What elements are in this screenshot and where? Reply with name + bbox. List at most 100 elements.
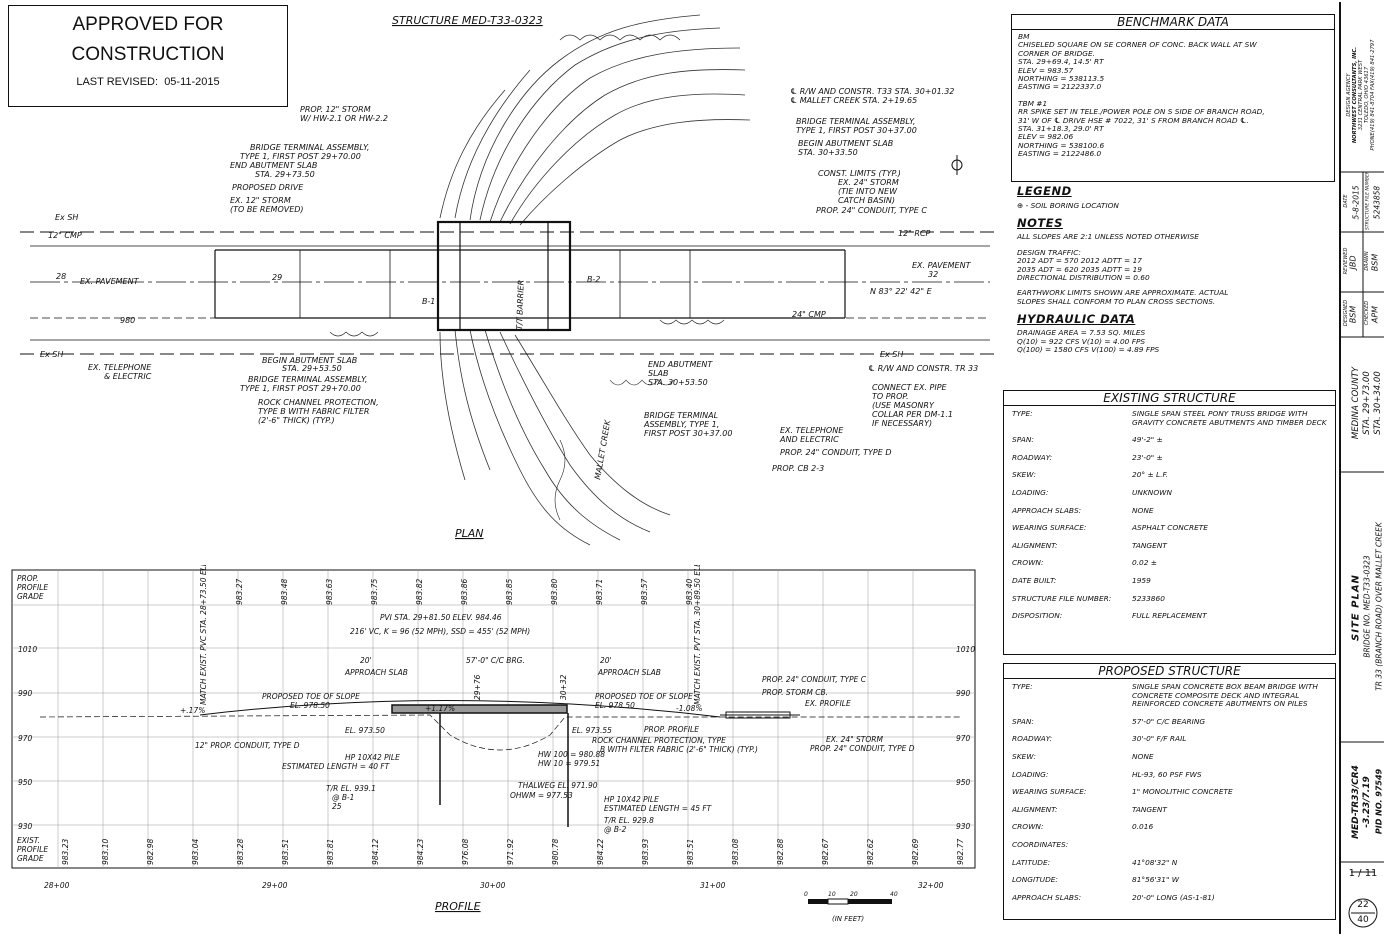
structure-row: SKEW:NONE [1004, 744, 1335, 762]
svg-text:1010: 1010 [18, 645, 37, 654]
svg-text:Ex SH: Ex SH [40, 350, 63, 359]
structure-key: SKEW: [1012, 751, 1037, 761]
svg-text:983.71: 983.71 [595, 579, 604, 605]
svg-text:+.17%: +.17% [180, 706, 205, 715]
svg-text:STA. 29+53.50: STA. 29+53.50 [282, 364, 342, 373]
svg-text:(USE MASONRY: (USE MASONRY [872, 401, 935, 410]
svg-text:GRADE: GRADE [17, 854, 44, 863]
svg-text:982.67: 982.67 [821, 839, 830, 865]
notes-title: NOTES [1017, 216, 1063, 231]
structure-row: ROADWAY:23'-0" ± [1004, 445, 1335, 463]
structure-row: WEARING SURFACE:1" MONOLITHIC CONCRETE [1004, 779, 1335, 797]
svg-text:25: 25 [332, 802, 342, 811]
svg-text:28: 28 [56, 272, 66, 281]
structure-value: 49'-2" ± [1132, 435, 1163, 445]
svg-text:HP 10X42 PILE: HP 10X42 PILE [345, 753, 400, 762]
svg-text:HP 10X42 PILE: HP 10X42 PILE [604, 795, 659, 804]
tree-line [329, 34, 725, 521]
svg-text:BRIDGE TERMINAL ASSEMBLY,: BRIDGE TERMINAL ASSEMBLY, [250, 143, 369, 152]
structure-key: LONGITUDE: [1012, 875, 1058, 885]
svg-text:EL. 973.50: EL. 973.50 [345, 726, 385, 735]
profile-title: PROFILE [435, 900, 481, 913]
svg-text:T/R EL. 939.1: T/R EL. 939.1 [326, 784, 376, 793]
svg-text:EL. 978.50: EL. 978.50 [290, 701, 330, 710]
legend-section: LEGEND ⊕ - SOIL BORING LOCATION NOTES AL… [1017, 184, 1337, 354]
svg-text:HW 100 = 980.88: HW 100 = 980.88 [538, 750, 605, 759]
north-arrow-icon [951, 155, 963, 175]
title-block-frame [1341, 171, 1384, 928]
benchmark-box: BENCHMARK DATA BM CHISELED SQUARE ON SE … [1011, 14, 1335, 182]
svg-text:SLAB: SLAB [648, 369, 669, 378]
svg-text:PROFILE: PROFILE [17, 583, 48, 592]
svg-text:(IN FEET): (IN FEET) [832, 915, 864, 923]
project-number: MED-TR33/CR4 [1351, 765, 1361, 839]
svg-text:12" CMP: 12" CMP [48, 231, 82, 240]
svg-text:982.62: 982.62 [866, 839, 875, 865]
structure-value: HL-93, 60 PSF FWS [1132, 769, 1202, 779]
svg-text:MATCH EXIST. PVC STA. 28+73.50: MATCH EXIST. PVC STA. 28+73.50 ELEV. 983… [199, 565, 208, 705]
svg-text:STA. 30+53.50: STA. 30+53.50 [648, 378, 708, 387]
structure-key: WEARING SURFACE: [1012, 787, 1087, 797]
structure-key: WEARING SURFACE: [1012, 523, 1087, 533]
svg-text:20: 20 [850, 891, 858, 898]
svg-text:℄ MALLET CREEK STA. 2+19.65: ℄ MALLET CREEK STA. 2+19.65 [790, 96, 917, 105]
svg-text:PROP. 24" CONDUIT, TYPE C: PROP. 24" CONDUIT, TYPE C [762, 675, 867, 684]
svg-text:983.23: 983.23 [61, 839, 70, 865]
svg-text:PROFILE: PROFILE [17, 845, 48, 854]
svg-text:983.81: 983.81 [326, 839, 335, 865]
svg-text:982.77: 982.77 [956, 839, 965, 865]
svg-text:984.23: 984.23 [416, 839, 425, 865]
svg-text:+1.17%: +1.17% [425, 704, 455, 713]
svg-text:40: 40 [890, 891, 898, 898]
svg-text:T/R EL. 929.8: T/R EL. 929.8 [604, 816, 654, 825]
existing-structure-table: TYPE:SINGLE SPAN STEEL PONY TRUSS BRIDGE… [1004, 406, 1335, 621]
svg-text:983.82: 983.82 [415, 579, 424, 605]
svg-text:EX. 24" STORM: EX. 24" STORM [838, 178, 899, 187]
structure-row: ALIGNMENT:TANGENT [1004, 797, 1335, 815]
svg-text:TO PROP.: TO PROP. [872, 392, 909, 401]
plan-title: PLAN [455, 527, 484, 540]
svg-text:AND ELECTRIC: AND ELECTRIC [779, 435, 839, 444]
prop-grade-values: 983.27 983.48 983.63 983.75 983.82 983.8… [235, 579, 694, 605]
benchmark-title: BENCHMARK DATA [1012, 15, 1334, 30]
structure-key: TYPE: [1012, 682, 1033, 691]
svg-text:983.10: 983.10 [101, 839, 110, 865]
svg-text:EX. 12" STORM: EX. 12" STORM [230, 196, 291, 205]
svg-text:MALLET CREEK: MALLET CREEK [593, 419, 612, 481]
structure-row: DATE BUILT:1959 [1004, 568, 1335, 586]
svg-text:12" RCP: 12" RCP [898, 229, 931, 238]
svg-text:984.12: 984.12 [371, 839, 380, 865]
svg-text:30+32: 30+32 [559, 674, 568, 700]
profile-labels: PROP. PROFILE GRADE EXIST. PROFILE GRADE… [17, 565, 975, 913]
svg-text:ESTIMATED LENGTH = 45 FT: ESTIMATED LENGTH = 45 FT [604, 804, 713, 813]
svg-text:PROPOSED TOE OF SLOPE: PROPOSED TOE OF SLOPE [595, 692, 693, 701]
roadway [20, 220, 1000, 355]
svg-text:983.51: 983.51 [281, 839, 290, 865]
svg-text:983.08: 983.08 [731, 839, 740, 865]
svg-text:℄ R/W AND CONSTR. TR 33: ℄ R/W AND CONSTR. TR 33 [868, 364, 978, 373]
svg-text:Ex SH: Ex SH [55, 213, 78, 222]
svg-text:B-2: B-2 [587, 275, 600, 284]
structure-value: 0.016 [1132, 822, 1154, 832]
svg-text:& ELECTRIC: & ELECTRIC [104, 372, 152, 381]
structure-value: 1959 [1132, 575, 1151, 585]
svg-text:GRADE: GRADE [17, 592, 44, 601]
structure-row: SPAN:57'-0" C/C BEARING [1004, 709, 1335, 727]
svg-text:983.63: 983.63 [325, 579, 334, 605]
svg-text:20': 20' [360, 656, 372, 665]
structure-value: SINGLE SPAN CONCRETE BOX BEAM BRIDGE WIT… [1132, 682, 1318, 709]
svg-text:0: 0 [804, 891, 808, 898]
svg-text:970: 970 [18, 734, 33, 743]
structure-row: CROWN: 0.016 [1004, 814, 1335, 832]
svg-text:TYPE 1, FIRST POST 29+70.00: TYPE 1, FIRST POST 29+70.00 [240, 384, 361, 393]
svg-text:24" CMP: 24" CMP [792, 310, 826, 319]
svg-text:57'-0" C/C BRG.: 57'-0" C/C BRG. [466, 656, 525, 665]
structure-key: CROWN: [1012, 822, 1044, 832]
structure-row: LONGITUDE:81°56'31" W [1004, 867, 1335, 885]
svg-text:976.08: 976.08 [461, 839, 470, 865]
svg-text:PROP. 24" CONDUIT, TYPE D: PROP. 24" CONDUIT, TYPE D [810, 744, 915, 753]
exist-grade-values: 983.23 983.10 982.98 983.04 983.28 983.5… [61, 839, 965, 865]
svg-text:T/T BARRIER: T/T BARRIER [515, 280, 526, 330]
structure-row: TYPE:SINGLE SPAN STEEL PONY TRUSS BRIDGE… [1004, 406, 1335, 427]
svg-text:BEGIN ABUTMENT SLAB: BEGIN ABUTMENT SLAB [798, 139, 893, 148]
